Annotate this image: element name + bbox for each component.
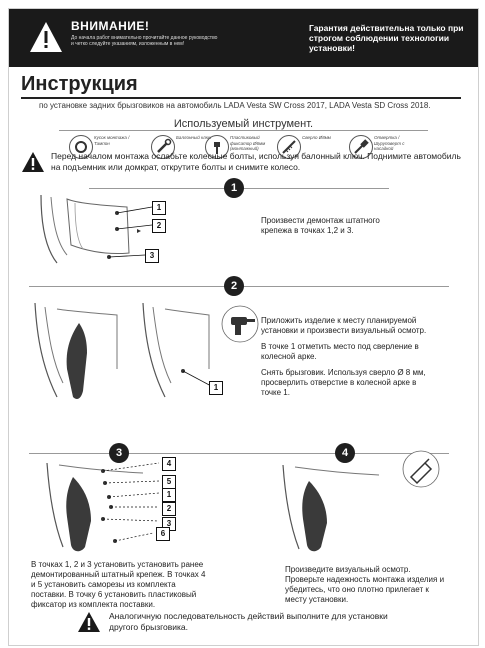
wrench-icon	[151, 135, 175, 159]
step-3-4-divider	[29, 453, 449, 454]
step-3-illustration	[46, 462, 160, 552]
pre-install-note: Перед началом монтажа ослабьте колесные …	[17, 151, 473, 177]
callout-marker: 4	[162, 457, 176, 471]
pre-install-text: Перед началом монтажа ослабьте колесные …	[51, 151, 461, 172]
guarantee-text: Гарантия действительна только при строго…	[309, 23, 464, 53]
step-1-illustration	[40, 194, 153, 264]
post-install-note: Аналогичную последовательность действий …	[17, 609, 473, 639]
caution-icon	[22, 152, 44, 172]
callout-marker: 2	[152, 219, 166, 233]
drill-bit-icon	[277, 135, 301, 159]
callout-marker: 2	[162, 502, 176, 516]
warning-triangle-icon	[30, 22, 62, 52]
post-install-text: Аналогичную последовательность действий …	[109, 611, 388, 632]
drill-icon	[221, 305, 259, 343]
caution-icon	[78, 612, 100, 632]
callout-marker: 1	[209, 381, 223, 395]
callout-marker: 5	[162, 475, 176, 489]
ring-icon	[69, 135, 93, 159]
warning-subtext: До начала работ внимательно прочитайте д…	[71, 35, 218, 47]
callout-marker: 1	[162, 488, 176, 502]
instruction-sheet: ВНИМАНИЕ! До начала работ внимательно пр…	[8, 8, 479, 646]
callout-marker: 3	[145, 249, 159, 263]
warning-header: ВНИМАНИЕ! До начала работ внимательно пр…	[9, 9, 478, 67]
step-3-text: В точках 1, 2 и 3 установить установить …	[31, 560, 206, 609]
step-3-badge: 3	[109, 443, 129, 463]
step-2-illustration	[34, 302, 213, 399]
callout-marker: 6	[156, 527, 170, 541]
clip-icon	[205, 135, 229, 159]
page-title: Инструкция	[21, 73, 138, 95]
tools-divider	[59, 130, 428, 131]
step-4-badge: 4	[335, 443, 355, 463]
warning-title: ВНИМАНИЕ!	[71, 19, 150, 33]
step-2-badge: 2	[224, 276, 244, 296]
step-1-text: Произвести демонтаж штатного крепежа в т…	[261, 216, 380, 235]
step-2-text: Приложить изделие к месту планируемой ус…	[261, 316, 427, 397]
inspection-icon	[402, 450, 440, 488]
page-subtitle: по установке задних брызговиков на автом…	[39, 101, 431, 110]
title-divider	[21, 97, 461, 99]
step-1-badge: 1	[224, 178, 244, 198]
callout-marker: 1	[152, 201, 166, 215]
screwdriver-icon	[349, 135, 373, 159]
tools-heading: Используемый инструмент.	[173, 118, 314, 130]
step-4-illustration	[282, 464, 380, 552]
step-4-text: Произведите визуальный осмотр. Проверьте…	[285, 565, 445, 604]
